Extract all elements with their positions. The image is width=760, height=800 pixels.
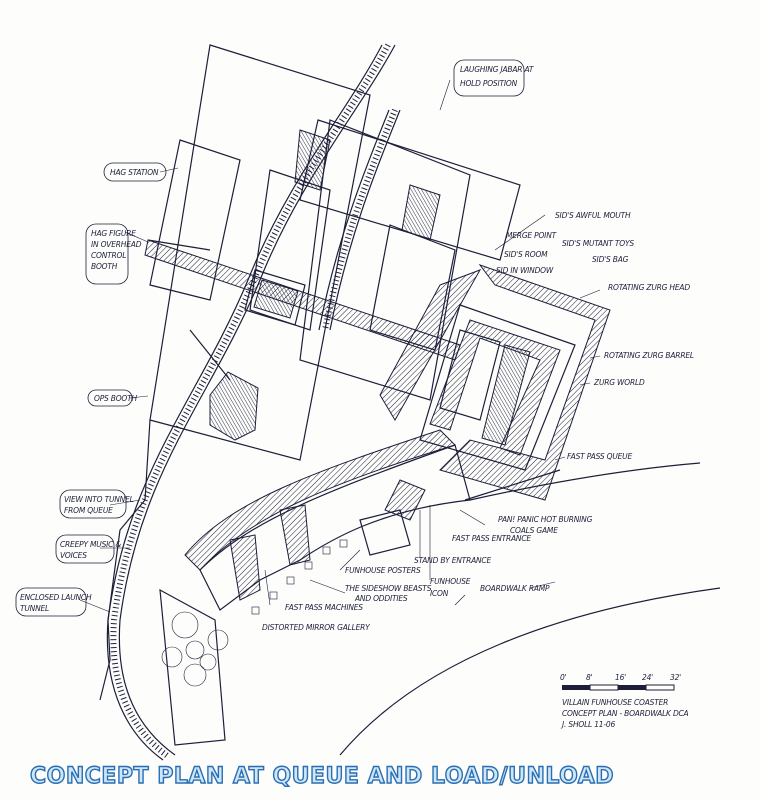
label-funhouse-icon-2: ICON	[430, 589, 449, 598]
scale-caption-1: VILLAIN FUNHOUSE COASTER	[562, 698, 668, 707]
label-hag-figure-4: BOOTH	[91, 262, 118, 271]
label-funhouse-posters: FUNHOUSE POSTERS	[345, 566, 421, 575]
boardwalk-ramp-edge	[469, 462, 701, 501]
scale-caption-2: CONCEPT PLAN - BOARDWALK DCA	[562, 709, 689, 718]
label-pan-panic-2: COALS GAME	[510, 526, 558, 535]
label-fast-pass-queue: FAST PASS QUEUE	[567, 452, 632, 461]
label-fast-pass-machines: FAST PASS MACHINES	[285, 603, 363, 612]
label-hag-figure-1: HAG FIGURE	[91, 229, 136, 238]
label-rotating-zurg-barrel: ROTATING ZURG BARREL	[604, 351, 694, 360]
leader-lines	[79, 79, 601, 613]
label-sid-in-window: SID IN WINDOW	[496, 266, 554, 275]
label-creepy-music-1: CREEPY MUSIC &	[60, 540, 121, 549]
ops-booth	[209, 371, 259, 441]
label-fast-pass-entrance: FAST PASS ENTRANCE	[452, 534, 531, 543]
boardwalk-edge	[339, 587, 721, 756]
label-zurg-world: ZURG WORLD	[593, 378, 645, 387]
label-stand-by-entrance: STAND BY ENTRANCE	[414, 556, 491, 565]
label-laughing-jabar: LAUGHING JABAR AT	[460, 65, 535, 74]
scale-tick-32: 32'	[670, 673, 681, 682]
label-pan-panic-1: PAN! PANIC HOT BURNING	[498, 515, 593, 524]
annotations: LAUGHING JABAR AT HOLD POSITION HAG STAT…	[20, 65, 694, 632]
label-boardwalk-ramp: BOARDWALK RAMP	[480, 584, 550, 593]
label-creepy-music-2: VOICES	[60, 551, 87, 560]
label-enclosed-launch-2: TUNNEL	[20, 604, 49, 613]
scale-bar: 0' 8' 16' 24' 32' VILLAIN FUNHOUSE COAST…	[560, 673, 689, 729]
coaster-track	[106, 43, 401, 761]
label-hag-figure-3: CONTROL	[91, 251, 126, 260]
funhouse-queue-building	[184, 429, 561, 611]
fast-pass-machines	[251, 539, 348, 615]
zurg-world-queue	[379, 263, 611, 501]
label-funhouse-icon-1: FUNHOUSE	[430, 577, 471, 586]
label-hag-figure-2: IN OVERHEAD	[91, 240, 142, 249]
label-hag-station: HAG STATION	[110, 168, 159, 177]
label-distorted-mirror: DISTORTED MIRROR GALLERY	[262, 623, 371, 632]
page-title: CONCEPT PLAN AT QUEUE AND LOAD/UNLOAD	[30, 764, 614, 789]
label-sideshow-1: THE SIDESHOW BEASTS	[345, 584, 432, 593]
label-ops-booth: OPS BOOTH	[94, 394, 138, 403]
label-view-tunnel-2: FROM QUEUE	[64, 506, 113, 515]
scale-tick-8: 8'	[586, 673, 593, 682]
site-edge	[99, 419, 151, 701]
label-enclosed-launch-1: ENCLOSED LAUNCH	[20, 593, 92, 602]
label-view-tunnel-1: VIEW INTO TUNNEL	[64, 495, 134, 504]
label-sids-bag: SID'S BAG	[592, 255, 629, 264]
scale-tick-24: 24'	[642, 673, 653, 682]
label-bubbles	[15, 59, 525, 617]
hag-station-building	[149, 44, 521, 461]
distorted-mirror-gallery	[159, 588, 229, 746]
label-merge-point: MERGE POINT	[506, 231, 558, 240]
label-sids-mutant-toys: SID'S MUTANT TOYS	[562, 239, 634, 248]
scale-caption-3: J. SHOLL 11-06	[560, 720, 615, 729]
label-rotating-zurg-head: ROTATING ZURG HEAD	[608, 283, 690, 292]
label-sids-room: SID'S ROOM	[504, 250, 548, 259]
label-laughing-jabar-2: HOLD POSITION	[460, 79, 518, 88]
label-sids-awful-mouth: SID'S AWFUL MOUTH	[555, 211, 631, 220]
scale-tick-16: 16'	[615, 673, 626, 682]
label-sideshow-2: AND ODDITIES	[354, 594, 408, 603]
scale-tick-0: 0'	[560, 673, 567, 682]
